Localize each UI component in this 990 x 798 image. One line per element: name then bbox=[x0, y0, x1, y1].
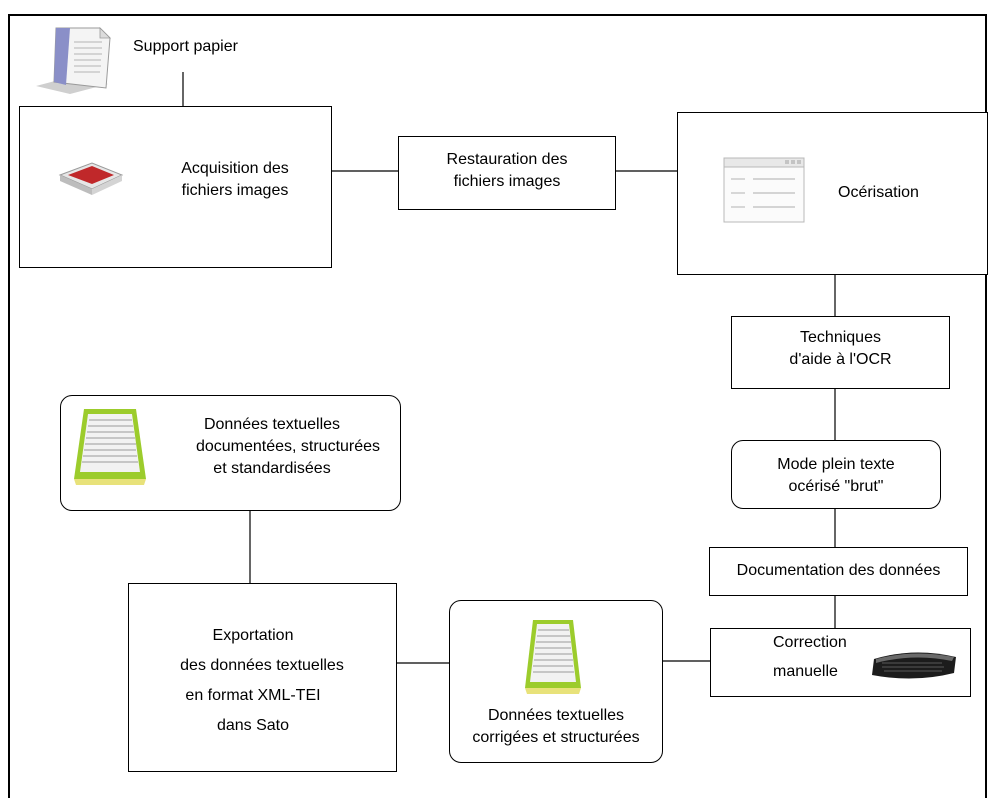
node-documentation-label: Documentation des données bbox=[736, 562, 941, 579]
paper-document-icon bbox=[34, 24, 116, 94]
window-text-icon bbox=[723, 157, 805, 223]
node-standardisees-label: Données textuelles documentées, structur… bbox=[195, 416, 381, 477]
text-page-icon bbox=[523, 616, 583, 696]
node-corrigees-label: Données textuelles corrigées et structur… bbox=[472, 707, 640, 746]
node-techniques-label: Techniques d'aide à l'OCR bbox=[789, 329, 892, 368]
node-support-label: Support papier bbox=[133, 38, 238, 55]
node-acquisition-label: Acquisition des fichiers images bbox=[181, 160, 289, 199]
node-exportation bbox=[128, 583, 397, 772]
diagram-frame bbox=[8, 14, 987, 798]
text-page-icon bbox=[72, 405, 148, 487]
node-acquisition bbox=[19, 106, 332, 268]
node-restauration-label: Restauration des fichiers images bbox=[446, 151, 568, 190]
node-techniques bbox=[731, 316, 950, 389]
scanner-icon bbox=[56, 157, 126, 197]
node-exportation-label: Exportation des données textuelles en fo… bbox=[180, 627, 344, 734]
node-ocerisation-label: Océrisation bbox=[838, 184, 919, 201]
keyboard-icon bbox=[868, 645, 960, 685]
node-correction-label: Correction manuelle bbox=[773, 634, 847, 680]
node-documentation bbox=[709, 547, 968, 596]
node-restauration bbox=[398, 136, 616, 210]
node-mode-label: Mode plein texte océrisé "brut" bbox=[777, 456, 895, 495]
node-mode bbox=[731, 440, 941, 509]
